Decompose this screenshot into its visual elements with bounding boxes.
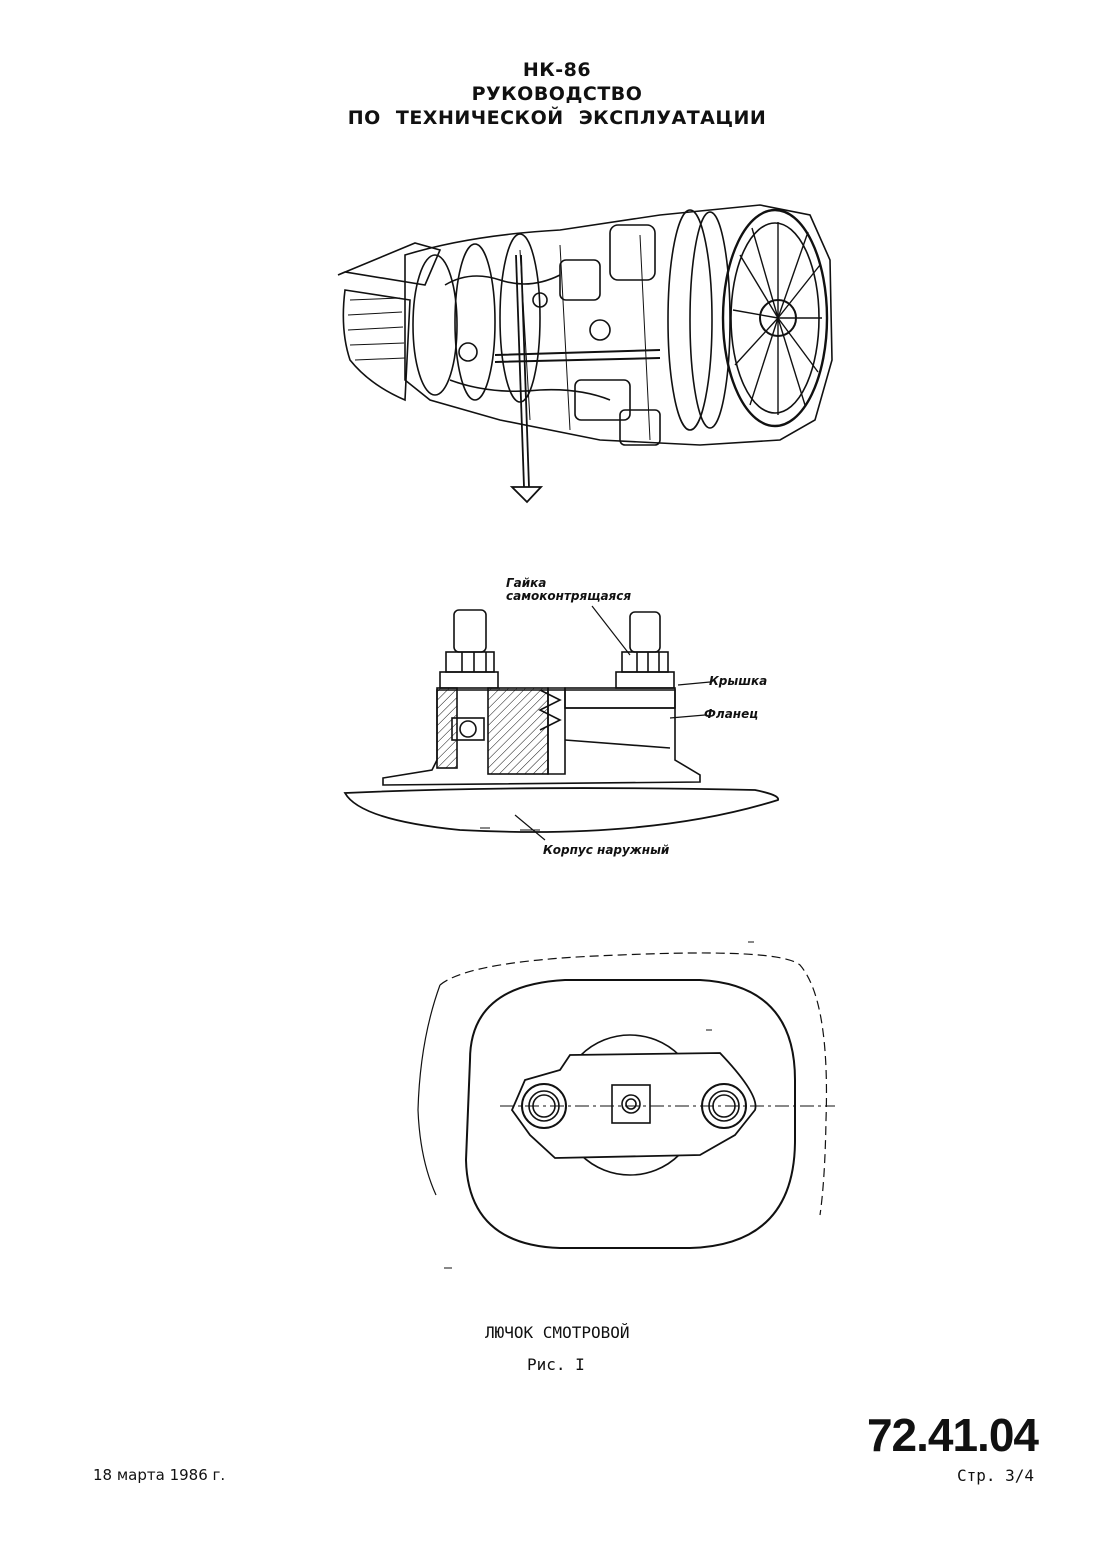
label-flange: Фланец (704, 707, 759, 721)
page-number: Стр. 3/4 (956, 1466, 1034, 1485)
figure-caption-title: ЛЮЧОК СМОТРОВОЙ (485, 1323, 630, 1342)
page-header: НК-86 РУКОВОДСТВО ПО ТЕХНИЧЕСКОЙ ЭКСПЛУА… (0, 58, 1114, 130)
manual-subtitle: ПО ТЕХНИЧЕСКОЙ ЭКСПЛУАТАЦИИ (347, 107, 767, 129)
label-self-locking-nut: Гайка самоконтрящаяся (506, 576, 632, 603)
manual-title: РУКОВОДСТВО (471, 83, 643, 105)
label-cover: Крышка (709, 674, 768, 688)
engine-model: НК-86 (522, 59, 592, 81)
document-number: 72.41.04 (866, 1409, 1039, 1461)
figure-number: Рис. I (527, 1355, 585, 1374)
engine-illustration (337, 204, 833, 504)
label-outer-casing: Корпус наружный (543, 843, 670, 857)
cross-section-drawing (343, 605, 779, 841)
issue-date: 18 марта 1986 г. (93, 1466, 226, 1484)
top-view-drawing (417, 941, 835, 1269)
